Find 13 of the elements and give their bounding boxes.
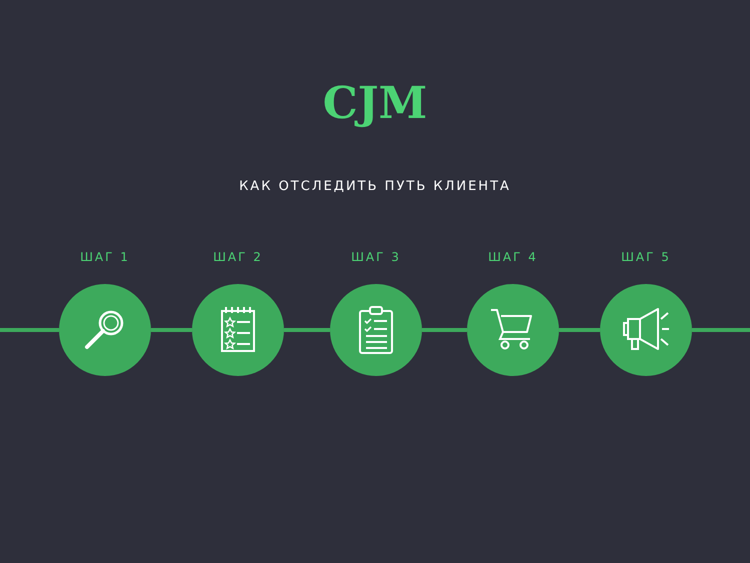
connector-line [559, 328, 600, 332]
subtitle: КАК ОТСЛЕДИТЬ ПУТЬ КЛИЕНТА [239, 179, 511, 194]
step-label: ШАГ 2 [213, 250, 263, 264]
title: CJM [322, 78, 428, 129]
step-label: ШАГ 3 [351, 250, 401, 264]
step-label: ШАГ 1 [80, 250, 130, 264]
connector-line [0, 328, 59, 332]
connector-line [692, 328, 750, 332]
connector-line [422, 328, 467, 332]
step-label: ШАГ 4 [488, 250, 538, 264]
step-label: ШАГ 5 [621, 250, 671, 264]
connector-line [284, 328, 330, 332]
connector-line [151, 328, 192, 332]
